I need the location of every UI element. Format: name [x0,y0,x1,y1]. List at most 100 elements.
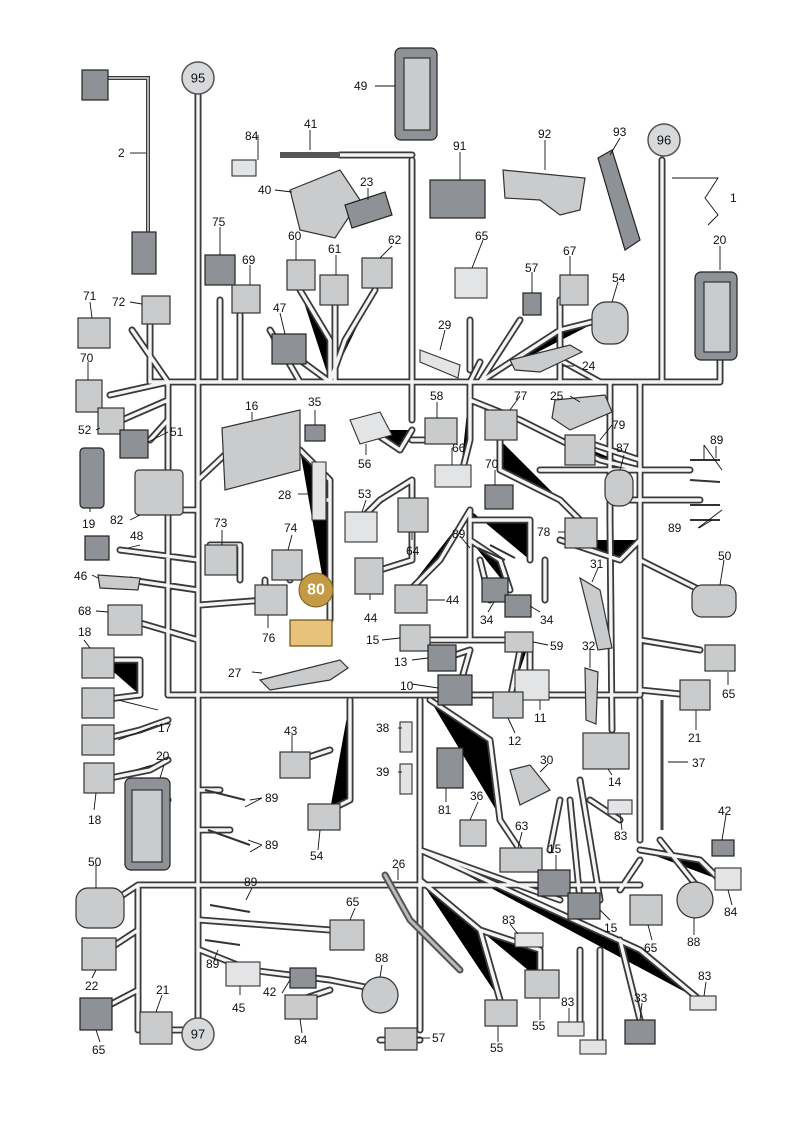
connector-55-bottom [484,999,518,1027]
label-18-top: 18 [78,625,92,639]
connector-65-left [79,997,113,1031]
label-87: 87 [616,441,630,455]
label-92: 92 [538,127,552,141]
connector-65-lowright [629,894,663,926]
label-20-top: 20 [713,233,727,247]
label-67: 67 [563,244,577,258]
bracket-30 [509,764,551,806]
label-16: 16 [245,399,259,413]
connector-66 [434,464,472,488]
connector-49-face [403,57,431,131]
bracket-31 [579,576,613,651]
label-63: 63 [515,819,529,833]
connector-83b [514,932,544,948]
connector-83e [689,995,717,1011]
label-78: 78 [537,525,551,539]
connector-53 [344,511,378,543]
connector-88-bottom [361,976,399,1014]
label-57-bottom: 57 [432,1031,446,1045]
label-72: 72 [112,295,126,309]
label-88-bottom: 88 [375,951,389,965]
label-19: 19 [82,517,96,531]
connector-55-mid [524,969,560,999]
label-68: 68 [78,604,92,618]
connector-56 [349,411,393,445]
connector-60 [286,259,316,291]
connector-59 [504,631,534,653]
label-79: 79 [612,418,626,432]
label-53: 53 [358,487,372,501]
label-18-bottom: 18 [88,813,102,827]
connector-14 [582,732,630,770]
label-83-e: 83 [698,969,712,983]
connector-84-bottom [284,994,318,1020]
label-48: 48 [130,529,144,543]
connector-15-low [537,869,571,897]
bracket-32 [584,667,599,725]
label-50-left: 50 [88,855,102,869]
connector-68 [107,604,143,636]
label-62: 62 [388,233,402,247]
label-89-topright: 89 [710,433,724,447]
label-69: 69 [242,253,256,267]
label-14: 14 [608,775,622,789]
label-89-bottomleft: 89 [206,957,220,971]
bracket-92 [502,169,586,216]
label-82: 82 [110,513,124,527]
connector-51 [119,429,149,459]
label-50-right: 50 [718,549,732,563]
connector-61 [319,274,349,306]
label-65-right: 65 [722,687,736,701]
label-26: 26 [392,857,406,871]
connector-47 [271,333,307,365]
label-55-bottom: 55 [490,1041,504,1055]
label-84-top: 84 [245,129,259,143]
label-61: 61 [328,242,342,256]
channel-26-inner [383,873,462,972]
connector-71 [77,317,111,349]
connector-48 [84,535,110,561]
label-84-right: 84 [724,905,738,919]
label-34-left: 34 [480,613,494,627]
label-83-b: 83 [502,913,516,927]
label-30: 30 [540,753,554,767]
label-32: 32 [582,639,596,653]
label-66: 66 [452,441,466,455]
label-10: 10 [400,679,414,693]
label-38: 38 [376,721,390,735]
label-20-bottom: 20 [156,749,170,763]
highlight-80-circle [298,572,334,608]
label-88-right: 88 [687,935,701,949]
connector-19 [79,447,105,509]
label-58: 58 [430,389,444,403]
label-42-right: 42 [718,804,732,818]
circle-97-text: 97 [191,1027,205,1042]
label-17: 17 [158,721,172,735]
connector-18-top [81,647,115,679]
cable-2-inner [95,77,149,235]
connector-83c [557,1021,585,1037]
connector-70-left [75,379,103,413]
highlight-80: 80 [298,572,334,608]
label-89-left2: 89 [265,838,279,852]
connector-45 [225,961,261,987]
connector-65-lowmid [329,919,365,951]
label-13: 13 [394,655,408,669]
label-41: 41 [304,117,318,131]
label-91: 91 [453,139,467,153]
connectors [75,47,742,1055]
connector-44-left [354,557,384,595]
label-15-mid: 15 [366,633,380,647]
circle-96-text: 96 [657,133,671,148]
label-31: 31 [590,557,604,571]
clip-29 [419,349,461,379]
connector-10 [437,674,473,706]
label-84-bottom: 84 [294,1033,308,1047]
label-70-mid: 70 [485,457,499,471]
label-65-left: 65 [92,1043,106,1057]
label-51: 51 [170,425,184,439]
circle-95-text: 95 [191,71,205,86]
label-65-lowright: 65 [644,941,658,955]
grommet-42-right [711,839,735,857]
